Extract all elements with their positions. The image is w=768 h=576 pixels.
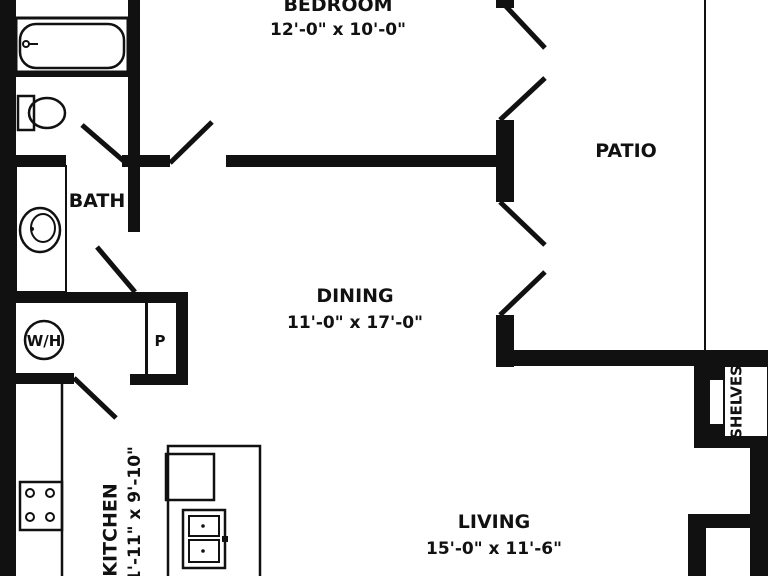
- kitchen-counter: [18, 384, 64, 576]
- wh-door: [95, 245, 137, 294]
- toilet: [16, 94, 67, 132]
- kitchen-label: KITCHEN: [100, 483, 122, 576]
- pantry-label: P: [155, 332, 166, 350]
- dining-patio-door: [498, 270, 547, 317]
- shelves-outline: [723, 365, 768, 439]
- bedroom-wall-left: [122, 155, 170, 167]
- doors: [72, 0, 547, 420]
- pantry-bottom-wall: [130, 374, 188, 385]
- kitchen-closet-door: [72, 376, 118, 420]
- patio-label: PATIO: [595, 140, 657, 162]
- tub-wall: [16, 72, 136, 77]
- burner-icon: [25, 488, 35, 498]
- patio-door-upper: [498, 76, 547, 122]
- bath-toilet-wall: [16, 155, 66, 166]
- bath-label: BATH: [69, 190, 126, 212]
- water-heater-label: W/H: [27, 332, 62, 350]
- shelves-label: SHELVES: [728, 365, 746, 439]
- living-label: LIVING: [458, 511, 530, 533]
- bath-sink: [15, 165, 67, 293]
- patio-door-lower: [498, 200, 547, 247]
- bedroom-dimensions: 12'-0" x 10'-0": [270, 20, 406, 40]
- dining-dimensions: 11'-0" x 17'-0": [287, 313, 423, 333]
- burner-icon: [25, 512, 35, 522]
- wh-bottom-wall: [0, 373, 74, 384]
- bedroom-door: [168, 120, 214, 165]
- patio-door-post: [496, 120, 514, 202]
- kitchen-dimensions: 11'-11" x 9'-10": [125, 446, 145, 576]
- burner-icon: [45, 512, 55, 522]
- bedroom-label: BEDROOM: [283, 0, 392, 16]
- living-top-wall: [496, 350, 768, 366]
- bath-right-wall: [128, 0, 140, 232]
- stove: [18, 480, 64, 532]
- dining-label: DINING: [316, 285, 393, 307]
- left-exterior-wall: [0, 0, 16, 576]
- dishwasher: [164, 452, 216, 502]
- kitchen-island: [164, 444, 262, 576]
- bedroom-patio-door: [498, 0, 547, 50]
- tub-drain-icon: [22, 40, 30, 48]
- bedroom-dining-wall: [226, 155, 504, 167]
- bath-door: [80, 123, 128, 165]
- wh-top-wall: [0, 292, 188, 303]
- bathtub: [14, 16, 130, 74]
- water-heater: [23, 319, 65, 361]
- living-dimensions: 15'-0" x 11'-6": [426, 539, 562, 559]
- burner-icon: [45, 488, 55, 498]
- pantry-right-wall: [176, 292, 188, 385]
